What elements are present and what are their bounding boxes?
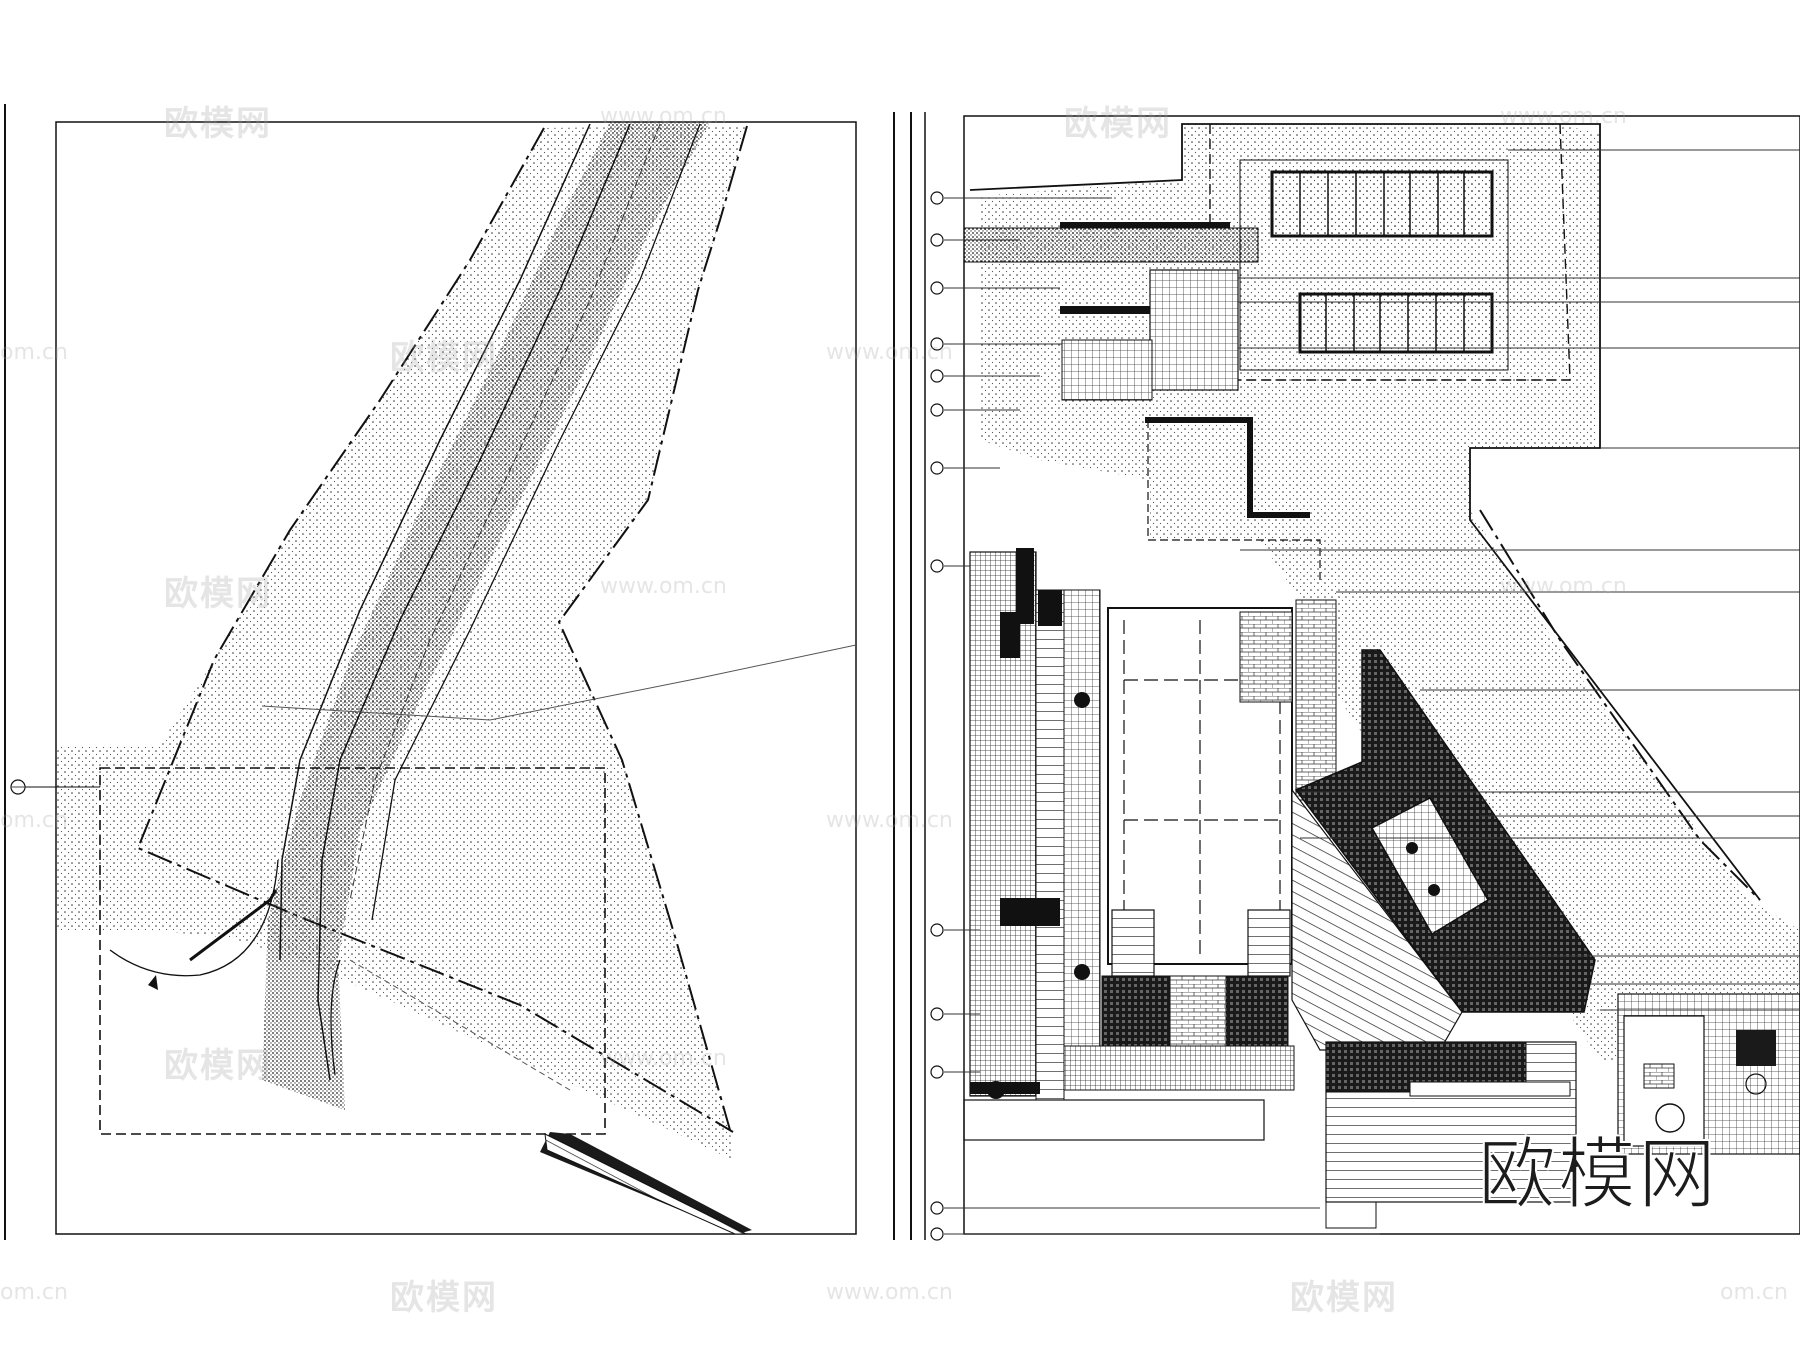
road-centerline — [349, 123, 661, 901]
brick-pad-center — [1169, 975, 1227, 1047]
callout-circles-left — [930, 191, 944, 1241]
entry-curve-b — [330, 959, 341, 1076]
parking-row-bottom — [1298, 292, 1494, 354]
restroom-block — [1239, 611, 1293, 703]
west-dark-base — [970, 1082, 1040, 1094]
patio-dark-block — [1736, 1030, 1776, 1066]
path-dashed — [1147, 420, 1321, 580]
tree-b — [1074, 964, 1090, 980]
road-surface — [262, 122, 710, 1110]
building-grid — [1123, 620, 1281, 960]
island-tree-a — [1406, 842, 1418, 854]
patio-table — [1655, 1103, 1685, 1133]
leader-curve — [261, 644, 857, 721]
north-arrow-marker — [148, 975, 158, 990]
west-stairs-dark — [1038, 590, 1062, 626]
entry-curve — [109, 859, 279, 977]
south-bench-edge — [1409, 1081, 1571, 1097]
left-sheet — [10, 121, 857, 1235]
grid-paving-small — [1061, 339, 1153, 401]
road-edge-b — [317, 123, 631, 1081]
road-edge-a — [279, 123, 591, 961]
west-dark-bar-top — [1016, 548, 1034, 624]
south-outline-small — [1325, 1201, 1377, 1229]
stair-west — [1111, 909, 1155, 977]
entry-kerb — [189, 889, 278, 962]
east-brick-strip — [1295, 599, 1337, 801]
road-edge-c — [371, 123, 701, 921]
west-dark-notch — [1000, 612, 1020, 658]
brand-logo: 欧模网 — [1477, 1129, 1719, 1221]
path-border — [1145, 417, 1310, 518]
island-tree-b — [1428, 884, 1440, 896]
dark-pad-east — [1225, 975, 1289, 1047]
callout-leaders-right — [1238, 149, 1800, 1011]
patio-plant — [1745, 1073, 1767, 1095]
grid-paving-upper — [1149, 269, 1239, 391]
planter-grid-island — [1370, 797, 1490, 936]
parking-frame — [1239, 159, 1509, 371]
ramp-kerb — [1060, 306, 1152, 314]
west-dark-landing — [1000, 898, 1060, 926]
dark-strip-edge — [544, 1133, 747, 1235]
west-stairs — [1035, 589, 1065, 1101]
parking-guide-line — [349, 959, 571, 1091]
plaza-dashed — [1150, 123, 1571, 381]
parking-stall-lines — [1299, 172, 1465, 352]
parking-row-top — [1270, 170, 1494, 238]
dark-pad-west — [1101, 975, 1171, 1047]
site-boundary-east — [557, 125, 748, 1131]
plaza-outline — [969, 123, 1761, 901]
west-grid-inner — [1063, 589, 1101, 1091]
tree-a — [1074, 692, 1090, 708]
callout-leaders-left — [944, 197, 1380, 1235]
south-outline — [963, 1099, 1265, 1141]
south-grid-band — [1063, 1045, 1295, 1091]
stair-east — [1247, 909, 1291, 977]
driveway-kerb — [1060, 222, 1230, 228]
right-sheet — [930, 115, 1800, 1241]
driveway-band-a — [963, 227, 1259, 263]
patio-furniture — [1643, 1063, 1675, 1089]
